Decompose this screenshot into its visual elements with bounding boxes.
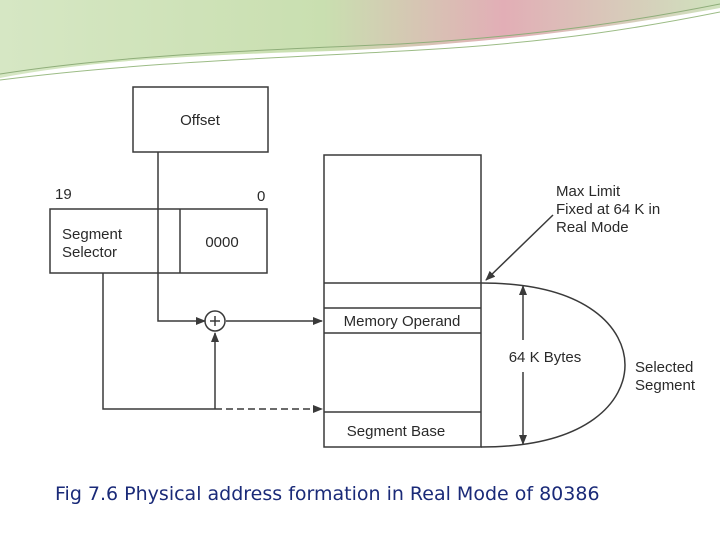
segment-selector-label-1: Segment	[62, 226, 123, 243]
bit-low-label: 0	[257, 188, 265, 205]
memory-operand-label: Memory Operand	[344, 313, 461, 330]
max-limit-pointer	[486, 215, 553, 280]
max-limit-label-2: Fixed at 64 K in	[556, 201, 660, 218]
max-limit-label-3: Real Mode	[556, 219, 629, 236]
zeros-label: 0000	[205, 234, 238, 251]
segment-base-label: Segment Base	[347, 423, 445, 440]
selected-segment-label-1: Selected	[635, 359, 693, 376]
max-limit-label-1: Max Limit	[556, 183, 621, 200]
offset-label: Offset	[180, 112, 221, 129]
offset-path	[158, 152, 205, 321]
figure-caption: Fig 7.6 Physical address formation in Re…	[55, 483, 705, 505]
selected-segment-label-2: Segment	[635, 377, 696, 394]
segment-selector-label-2: Selector	[62, 244, 117, 261]
selector-path	[103, 273, 215, 409]
size-label: 64 K Bytes	[509, 349, 582, 366]
bit-high-label: 19	[55, 186, 72, 203]
memory-column	[324, 155, 481, 447]
